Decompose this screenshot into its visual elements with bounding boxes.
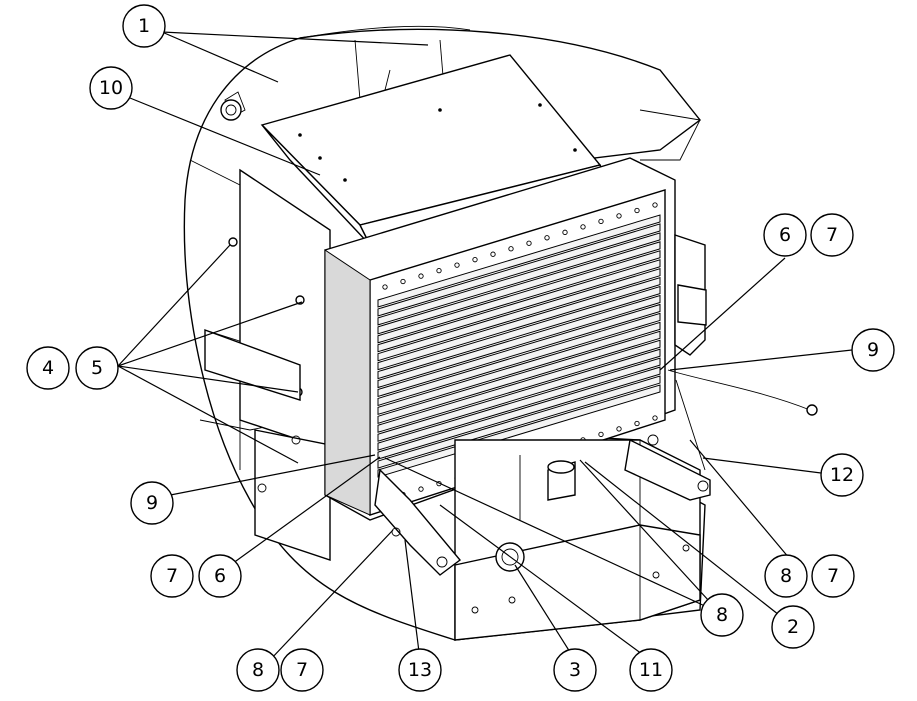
callout-2: 2 (771, 605, 815, 649)
fin (377, 330, 661, 424)
callout-label: 8 (780, 565, 792, 587)
callout-11: 11 (629, 648, 673, 692)
callout-1: 1 (122, 4, 166, 48)
hose-assembly (667, 234, 818, 471)
fastener-hole (598, 218, 604, 225)
callout-7-bottom: 7 (280, 648, 324, 692)
callout-7-left: 7 (150, 554, 194, 598)
fastener-hole (598, 431, 604, 438)
callout-label: 9 (146, 492, 158, 514)
fin (377, 375, 661, 469)
fastener-hole (508, 246, 514, 252)
callout-5: 5 (75, 346, 119, 390)
fin (377, 276, 661, 371)
fastener-hole (490, 251, 496, 257)
fastener-hole (418, 273, 424, 279)
callout-label: 13 (408, 659, 432, 681)
callout-label: 10 (99, 77, 123, 99)
leader-lines (117, 31, 853, 661)
callout-3: 3 (553, 648, 597, 692)
fin (377, 366, 661, 460)
callout-label: 9 (867, 339, 879, 361)
fastener-hole (418, 486, 424, 492)
callout-9-right: 9 (851, 328, 895, 372)
callout-label: 12 (830, 464, 854, 486)
callout-label: 7 (296, 659, 308, 681)
callout-6-left: 6 (198, 554, 242, 598)
fastener-hole (472, 257, 478, 263)
fastener-hole (616, 426, 622, 432)
fin (377, 214, 661, 308)
callout-8-bottom: 8 (236, 648, 280, 692)
fastener-hole (400, 278, 406, 285)
callout-label: 7 (826, 224, 838, 246)
fin (377, 303, 661, 398)
radiator-fins (377, 214, 661, 478)
fin (377, 339, 661, 433)
fin (377, 312, 661, 407)
callout-label: 6 (214, 565, 226, 587)
callout-4: 4 (26, 346, 70, 390)
callout-label: 11 (639, 659, 663, 681)
fastener-hole (436, 267, 442, 274)
fin (377, 223, 661, 317)
fastener-hole (562, 229, 568, 235)
callout-9-left: 9 (130, 481, 174, 525)
callout-7-top: 7 (810, 213, 854, 257)
fin (377, 268, 661, 362)
fin (377, 321, 661, 416)
fin (377, 384, 661, 478)
fin (377, 259, 661, 353)
fastener-hole (526, 240, 532, 246)
callout-label: 1 (138, 15, 150, 37)
fin (377, 348, 661, 442)
fin (377, 357, 661, 451)
callout-label: 7 (166, 565, 178, 587)
callout-bubbles: 1 10 6 7 9 4 5 12 9 7 6 8 7 8 2 8 7 13 3… (26, 4, 895, 692)
fastener-hole (634, 207, 640, 214)
callout-8-mid: 8 (700, 593, 744, 637)
callout-12: 12 (820, 453, 864, 497)
callout-label: 5 (91, 357, 103, 379)
callout-7-right: 7 (811, 554, 855, 598)
callout-label: 2 (787, 616, 799, 638)
fin (377, 285, 661, 380)
base-frame (374, 434, 711, 641)
fastener-hole (652, 415, 658, 421)
fastener-hole (580, 224, 586, 230)
callout-8-right: 8 (764, 554, 808, 598)
fastener-hole (454, 262, 460, 268)
fastener-hole (544, 235, 550, 241)
callout-label: 7 (827, 565, 839, 587)
callout-label: 8 (716, 604, 728, 626)
fastener-hole (616, 213, 622, 219)
fastener-hole (382, 284, 388, 290)
callout-13: 13 (398, 648, 442, 692)
callout-label: 4 (42, 357, 54, 379)
side-panel (204, 168, 331, 561)
fastener-hole (634, 420, 640, 427)
fin (377, 241, 661, 335)
callout-label: 3 (569, 659, 581, 681)
callout-10: 10 (89, 66, 133, 110)
callout-label: 8 (252, 659, 264, 681)
fin (377, 232, 661, 326)
callout-label: 6 (779, 224, 791, 246)
callout-6-top: 6 (763, 213, 807, 257)
fin (377, 250, 661, 344)
fastener-hole (652, 202, 658, 208)
fin (377, 294, 661, 389)
